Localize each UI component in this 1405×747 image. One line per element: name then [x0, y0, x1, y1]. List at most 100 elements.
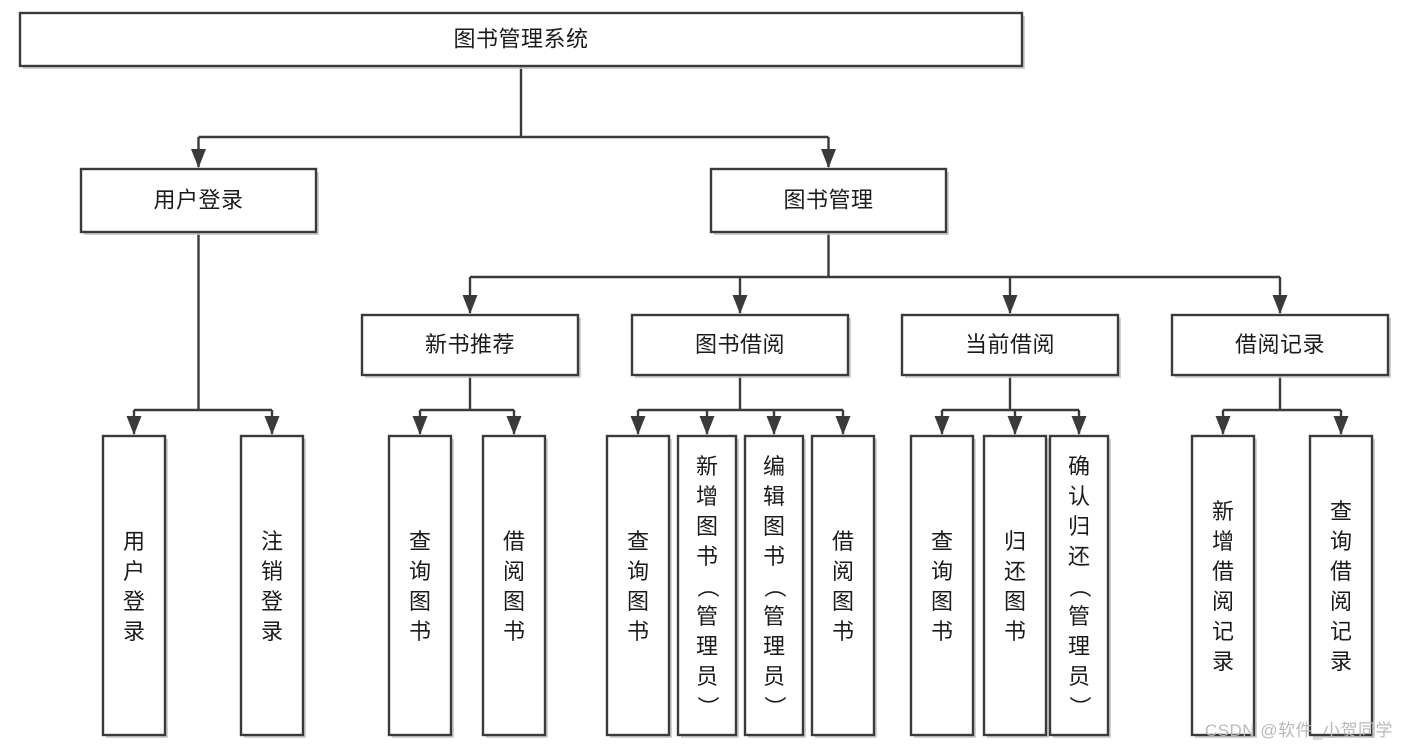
- svg-text:询: 询: [1330, 529, 1352, 554]
- svg-text:）: ）: [762, 696, 787, 718]
- level3-node-book-borrow-label: 图书借阅: [695, 332, 785, 357]
- svg-text:书: 书: [696, 544, 718, 569]
- svg-text:图: 图: [409, 589, 431, 614]
- svg-text:借: 借: [503, 529, 525, 554]
- svg-text:（: （: [762, 576, 787, 598]
- level3-node-current-borrow-rect[interactable]: [900, 313, 1120, 377]
- leaf-node-leaf-user-logout-rect[interactable]: [239, 434, 305, 737]
- svg-text:理: 理: [696, 634, 718, 659]
- level2-node-user-login-rect[interactable]: [79, 167, 318, 234]
- svg-text:记: 记: [1212, 619, 1234, 644]
- svg-text:书: 书: [931, 619, 953, 644]
- svg-text:新: 新: [1212, 499, 1234, 524]
- arrow-head-icon: [506, 416, 522, 435]
- csdn-watermark: CSDN @软件_小贺同学: [1204, 721, 1393, 740]
- arrow-head-icon: [191, 149, 206, 168]
- svg-text:管: 管: [696, 604, 718, 629]
- level2-node-book-management-label: 图书管理: [783, 187, 873, 212]
- level2-node-user-login[interactable]: 用户登录: [79, 167, 319, 235]
- svg-text:录: 录: [1212, 649, 1234, 674]
- level2-node-book-management-rect[interactable]: [709, 167, 948, 234]
- svg-text:借: 借: [1330, 559, 1352, 584]
- svg-text:员: 员: [1068, 664, 1090, 689]
- leaf-node-leaf-user-login-rect[interactable]: [101, 434, 167, 737]
- svg-text:新: 新: [696, 454, 718, 479]
- level3-node-book-borrow[interactable]: 图书借阅: [630, 313, 851, 378]
- svg-text:（: （: [1067, 576, 1092, 598]
- level3-node-new-book-recommend-label: 新书推荐: [425, 332, 515, 357]
- root-node-book-management-system[interactable]: 图书管理系统: [18, 11, 1025, 69]
- level3-node-new-book-recommend-rect[interactable]: [360, 313, 580, 377]
- svg-text:）: ）: [1067, 696, 1092, 718]
- svg-text:还: 还: [1068, 544, 1090, 569]
- svg-text:认: 认: [1068, 484, 1090, 509]
- leaf-node-leaf-confirm-return-rect[interactable]: [1048, 434, 1110, 737]
- svg-text:录: 录: [1330, 649, 1352, 674]
- leaf-node-leaf-add-borrow-record-rect[interactable]: [1190, 434, 1256, 737]
- svg-text:登: 登: [123, 589, 145, 614]
- node-boxes-group: 图书管理系统用户登录图书管理新书推荐图书借阅当前借阅借阅记录用户登录注销登录查询…: [18, 11, 1391, 738]
- svg-text:图: 图: [832, 589, 854, 614]
- leaf-node-leaf-borrow-book-rec-rect[interactable]: [481, 434, 547, 737]
- root-node-book-management-system-rect[interactable]: [18, 11, 1024, 68]
- leaf-node-leaf-add-book-rect[interactable]: [676, 434, 738, 737]
- leaf-node-leaf-borrow-book-rect[interactable]: [810, 434, 876, 737]
- level3-node-current-borrow[interactable]: 当前借阅: [900, 313, 1121, 378]
- svg-text:书: 书: [409, 619, 431, 644]
- svg-text:书: 书: [1004, 619, 1026, 644]
- svg-text:理: 理: [1068, 634, 1090, 659]
- svg-text:管: 管: [1068, 604, 1090, 629]
- svg-text:阅: 阅: [503, 559, 525, 584]
- level3-node-new-book-recommend[interactable]: 新书推荐: [360, 313, 581, 378]
- leaf-node-leaf-query-book-borrow-rect[interactable]: [605, 434, 671, 737]
- svg-text:增: 增: [1212, 529, 1234, 554]
- svg-text:确: 确: [1068, 454, 1090, 479]
- leaf-node-leaf-return-book-rect[interactable]: [982, 434, 1048, 737]
- leaf-node-leaf-edit-book-rect[interactable]: [743, 434, 805, 737]
- svg-text:登: 登: [261, 589, 283, 614]
- svg-text:用: 用: [123, 529, 145, 554]
- svg-text:录: 录: [123, 619, 145, 644]
- leaf-node-leaf-query-book-rec-rect[interactable]: [387, 434, 453, 737]
- svg-text:书: 书: [627, 619, 649, 644]
- svg-text:）: ）: [695, 696, 720, 718]
- level2-node-book-management[interactable]: 图书管理: [709, 167, 949, 235]
- leaf-node-leaf-user-login[interactable]: 用户登录: [101, 434, 168, 738]
- level3-node-book-borrow-rect[interactable]: [630, 313, 850, 377]
- leaf-node-leaf-query-borrow-record-rect[interactable]: [1308, 434, 1374, 737]
- svg-text:理: 理: [763, 634, 785, 659]
- leaf-node-leaf-query-book-cur-rect[interactable]: [909, 434, 975, 737]
- level3-node-borrow-record[interactable]: 借阅记录: [1170, 313, 1391, 378]
- arrow-head-icon: [462, 295, 478, 314]
- svg-text:图: 图: [763, 514, 785, 539]
- svg-text:借: 借: [1212, 559, 1234, 584]
- level3-node-borrow-record-rect[interactable]: [1170, 313, 1390, 377]
- arrow-head-icon: [1071, 416, 1087, 435]
- svg-text:员: 员: [763, 664, 785, 689]
- svg-text:辑: 辑: [763, 484, 785, 509]
- arrow-head-icon: [766, 416, 782, 435]
- arrow-head-icon: [1272, 295, 1288, 314]
